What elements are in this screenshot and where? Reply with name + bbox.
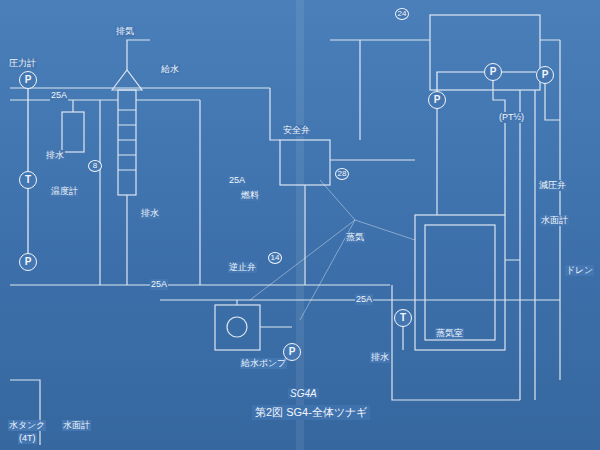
pipe-connector xyxy=(27,89,28,171)
pipe-label: 25A xyxy=(355,294,373,305)
pipe-label: 25A xyxy=(228,175,246,186)
pipe-label: 減圧弁 xyxy=(538,180,567,191)
gauge-letter: P xyxy=(289,346,296,358)
gauge-circle: P xyxy=(536,66,554,84)
callout-number: 24 xyxy=(395,8,409,20)
pipe-label: 蒸気 xyxy=(345,232,365,243)
pipe-label: 給水 xyxy=(160,64,180,75)
pipe-label: 安全弁 xyxy=(282,125,311,136)
pipe-label: 蒸気室 xyxy=(435,328,464,339)
gauge-letter: P xyxy=(25,256,32,268)
pipe-label: (4T) xyxy=(18,433,37,444)
gauge-circle: P xyxy=(484,63,502,81)
gauge-letter: P xyxy=(434,94,441,106)
gauge-circle: P xyxy=(428,91,446,109)
pipe-label: 給水ポンプ xyxy=(240,358,287,369)
gauge-letter: P xyxy=(490,66,497,78)
gauge-circle: P xyxy=(283,343,301,361)
pipe-label: 温度計 xyxy=(50,186,79,197)
pipe-label: 25A xyxy=(150,279,168,290)
pipe-label: ドレン xyxy=(565,265,594,276)
figure-caption: 第2図 SG4-全体ツナギ xyxy=(252,405,370,420)
pipe-label: 排水 xyxy=(140,208,160,219)
pipe-label: 水タンク xyxy=(8,420,46,431)
pipe-label: (PT½) xyxy=(498,112,525,123)
pipe-label: 排水 xyxy=(45,150,65,161)
pipe-label: 排気 xyxy=(115,26,135,37)
gauge-letter: T xyxy=(25,174,31,186)
gauge-circle: T xyxy=(394,309,412,327)
gauge-letter: T xyxy=(400,312,406,324)
pipe-label: 逆止弁 xyxy=(228,262,257,273)
drawing-number: SG4A xyxy=(288,388,319,399)
pipe-label: 圧力計 xyxy=(8,58,37,69)
gauge-circle: P xyxy=(19,253,37,271)
gauge-letter: P xyxy=(25,74,32,86)
pipe-label: 燃料 xyxy=(240,190,260,201)
pipe-label: 25A xyxy=(50,90,68,101)
callout-number: 8 xyxy=(88,160,102,172)
pipe-connector xyxy=(27,189,28,253)
gauge-circle: T xyxy=(19,171,37,189)
pipe-label: 排水 xyxy=(370,352,390,363)
callout-number: 28 xyxy=(335,168,349,180)
gauge-circle: P xyxy=(19,71,37,89)
pipe-label: 水面計 xyxy=(540,215,569,226)
callout-number: 14 xyxy=(268,252,282,264)
pipe-connector xyxy=(502,71,536,72)
gauge-letter: P xyxy=(542,69,549,81)
pipe-connector xyxy=(437,72,484,91)
pipe-label: 水面計 xyxy=(62,420,91,431)
